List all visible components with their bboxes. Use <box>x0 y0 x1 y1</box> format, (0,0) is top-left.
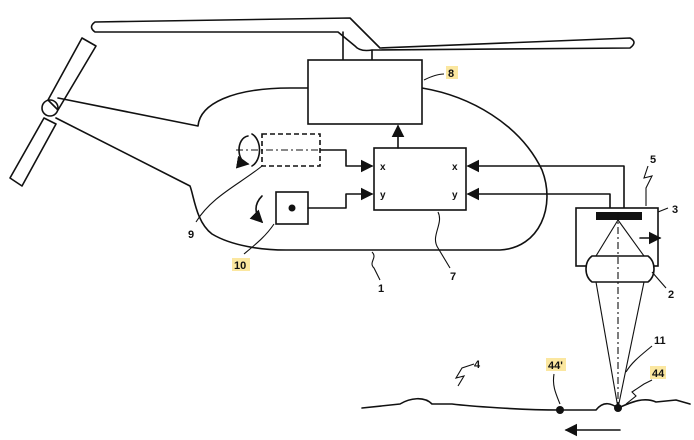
label-11: 11 <box>654 335 666 347</box>
target-point-44 <box>614 404 622 412</box>
label-5: 5 <box>650 154 656 166</box>
terrain-4 <box>362 399 690 410</box>
helicopter-body <box>56 88 547 250</box>
control-unit-8 <box>308 60 422 124</box>
port-x-out: x <box>452 162 458 173</box>
label-4: 4 <box>474 359 481 371</box>
port-x-in: x <box>380 162 386 173</box>
sensor-3 <box>596 212 642 220</box>
label-9: 9 <box>188 229 194 241</box>
tilt-sensor-10 <box>256 192 308 224</box>
label-8: 8 <box>448 68 454 80</box>
label-44: 44 <box>652 368 665 380</box>
target-point-44-prev <box>556 406 564 414</box>
port-y-out: y <box>452 190 458 201</box>
label-10: 10 <box>234 260 246 272</box>
rate-gyro-9 <box>236 134 326 166</box>
label-44-prev: 44' <box>548 360 563 372</box>
main-rotor <box>92 18 635 60</box>
line-gyro-to-x <box>320 150 372 166</box>
label-1: 1 <box>378 283 384 295</box>
lens-2 <box>586 256 654 282</box>
tail-rotor <box>10 38 96 186</box>
port-y-in: y <box>380 190 386 201</box>
label-3: 3 <box>672 204 678 216</box>
line-tilt-to-y <box>308 194 372 208</box>
label-7: 7 <box>450 271 456 283</box>
label-2: 2 <box>668 289 674 301</box>
